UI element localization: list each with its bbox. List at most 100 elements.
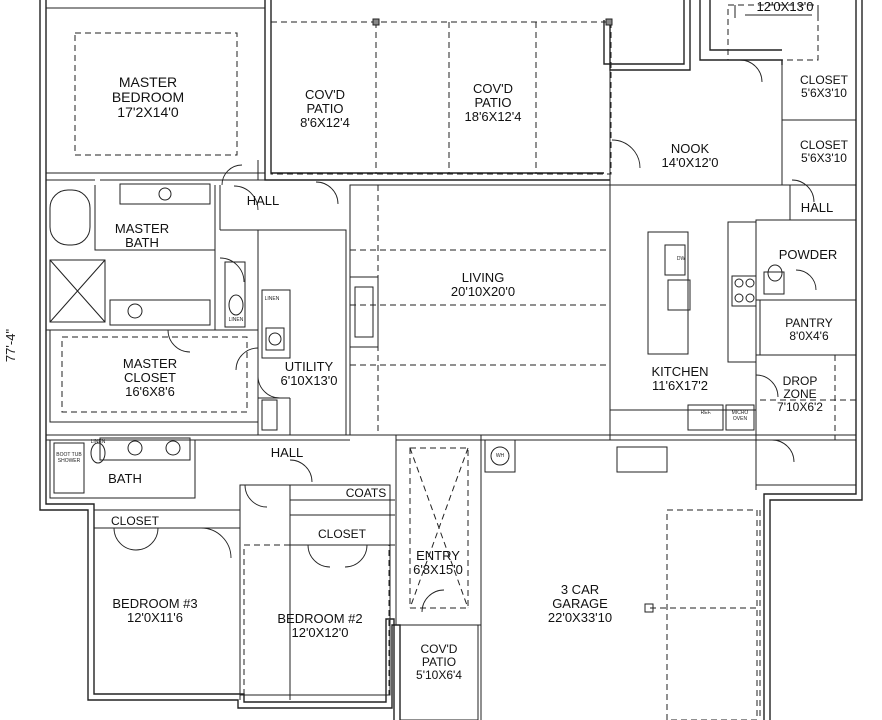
closet-4-label: CLOSET	[310, 528, 374, 541]
patio-outlines	[270, 21, 612, 175]
master-bedroom-name-2: BEDROOM	[111, 89, 185, 105]
microwave-tag: MICRO OVEN	[731, 410, 749, 422]
bath-label: BATH	[100, 472, 150, 486]
nook-label: NOOK 14'0x12'0	[650, 142, 730, 170]
garage-dims: 22'0x33'10	[547, 610, 613, 625]
entry-label: ENTRY 6'8x15'0	[398, 549, 478, 577]
closet-4-name: CLOSET	[317, 527, 366, 541]
covd-patio-1-name-1: COV'D	[304, 87, 346, 102]
living-room	[349, 184, 611, 436]
closet-1-label: CLOSET 5'6x3'10	[788, 74, 860, 100]
covd-patio-1-label: COV'D PATIO 8'6x12'4	[280, 88, 370, 130]
living-name: LIVING	[461, 270, 505, 285]
covd-patio-2-name-1: COV'D	[472, 81, 514, 96]
closet-3-name: CLOSET	[110, 514, 159, 528]
powder-label: POWDER	[770, 248, 846, 262]
living-label: LIVING 20'10x20'0	[428, 271, 538, 299]
linen-tag-3: LINEN	[90, 439, 106, 445]
master-bedroom-label: MASTER BEDROOM 17'2x14'0	[98, 75, 198, 120]
covd-patio-3-name-2: PATIO	[421, 655, 457, 669]
door-swings	[113, 59, 817, 613]
pantry-label: PANTRY 8'0x4'6	[770, 317, 848, 343]
kitchen-dims: 11'6x17'2	[651, 378, 709, 393]
coats-name: COATS	[345, 486, 387, 500]
drop-zone-dims: 7'10x6'2	[777, 400, 823, 414]
garage-label: 3 CAR GARAGE 22'0x33'10	[525, 583, 635, 625]
hall-3-name: HALL	[270, 445, 304, 460]
master-bedroom-walls	[45, 7, 266, 181]
linen-tag-1: LINEN	[228, 317, 244, 323]
drop-zone-name-2: ZONE	[783, 387, 817, 401]
covd-patio-3-label: COV'D PATIO 5'10x6'4	[400, 643, 478, 682]
coats-label: COATS	[338, 487, 394, 500]
service-rooms	[755, 219, 857, 441]
closet-1-name: CLOSET	[799, 73, 848, 87]
covd-patio-3-dims: 5'10x6'4	[416, 668, 462, 682]
master-closet-label: MASTER CLOSET 16'6x8'6	[100, 357, 200, 399]
upper-right-rooms	[727, 4, 856, 221]
entry-name: ENTRY	[416, 548, 460, 563]
bedroom-3-name: BEDROOM #3	[112, 596, 198, 611]
master-closet-name-2: CLOSET	[123, 370, 176, 385]
hall-1-label: HALL	[238, 194, 288, 208]
closet-1-dims: 5'6x3'10	[801, 86, 847, 100]
garage-name-1: 3 CAR	[560, 582, 600, 597]
kitchen-island	[647, 221, 757, 431]
covd-patio-3-name-1: COV'D	[420, 642, 458, 656]
hall-1-name: HALL	[246, 193, 280, 208]
top-room-label: 12'0x13'0	[740, 0, 830, 14]
garage-walls	[480, 439, 856, 720]
master-closet-dims: 16'6x8'6	[125, 384, 175, 399]
master-bath-label: MASTER BATH	[112, 222, 172, 250]
covd-patio-1-dims: 8'6x12'4	[300, 115, 350, 130]
utility-walls	[257, 229, 347, 436]
refrigerator-tag: REF.	[700, 410, 712, 416]
bedroom-2-dims: 12'0x12'0	[291, 625, 349, 640]
bedroom-3-dims: 12'0x11'6	[126, 610, 184, 625]
master-bedroom-dims: 17'2x14'0	[117, 104, 179, 120]
bedroom-3-label: BEDROOM #3 12'0x11'6	[100, 597, 210, 625]
hall-2-name: HALL	[800, 200, 834, 215]
utility-name: UTILITY	[284, 359, 334, 374]
boot-tub-tag: BOOT TUB SHOWER	[56, 452, 82, 464]
bedroom-2-label: BEDROOM #2 12'0x12'0	[260, 612, 380, 640]
bath-walls	[49, 437, 196, 499]
top-room-dims: 12'0x13'0	[756, 0, 814, 14]
covd-patio-1-name-2: PATIO	[306, 101, 344, 116]
dishwasher-tag: DW	[676, 256, 686, 262]
entry-dims: 6'8x15'0	[413, 562, 463, 577]
covd-patio-2-label: COV'D PATIO 18'6x12'4	[448, 82, 538, 124]
utility-dims: 6'10x13'0	[280, 373, 338, 388]
bedroom-2-name: BEDROOM #2	[277, 611, 363, 626]
closet-2-label: CLOSET 5'6x3'10	[788, 139, 860, 165]
master-bath-name-1: MASTER	[114, 221, 170, 236]
bath-name: BATH	[108, 471, 142, 486]
nook-name: NOOK	[670, 141, 710, 156]
overall-dimension: 77'-4"	[3, 328, 19, 363]
closet-3-label: CLOSET	[105, 515, 165, 528]
hall-2-label: HALL	[792, 201, 842, 215]
bedroom-2-walls	[243, 485, 395, 700]
master-bath-name-2: BATH	[125, 235, 159, 250]
drop-zone-name-1: DROP	[782, 374, 818, 388]
drop-zone-label: DROP ZONE 7'10x6'2	[762, 375, 838, 414]
powder-name: POWDER	[778, 247, 838, 262]
kitchen-name: KITCHEN	[651, 364, 709, 379]
nook-dims: 14'0x12'0	[661, 155, 719, 170]
bedroom-3-walls	[94, 484, 391, 700]
pantry-name: PANTRY	[785, 316, 833, 330]
covd-patio-2-dims: 18'6x12'4	[464, 109, 522, 124]
covd-patio-2-name-2: PATIO	[474, 95, 512, 110]
living-dims: 20'10x20'0	[450, 284, 516, 299]
master-bath-walls	[46, 183, 259, 331]
pantry-dims: 8'0x4'6	[789, 329, 829, 343]
closet-2-dims: 5'6x3'10	[801, 151, 847, 165]
master-bedroom-name-1: MASTER	[118, 74, 178, 90]
master-closet-name-1: MASTER	[122, 356, 178, 371]
linen-tag-2: LINEN	[264, 296, 280, 302]
water-heater-tag: WH	[495, 453, 505, 459]
kitchen-label: KITCHEN 11'6x17'2	[640, 365, 720, 393]
hall-3-label: HALL	[262, 446, 312, 460]
garage-name-2: GARAGE	[552, 596, 608, 611]
